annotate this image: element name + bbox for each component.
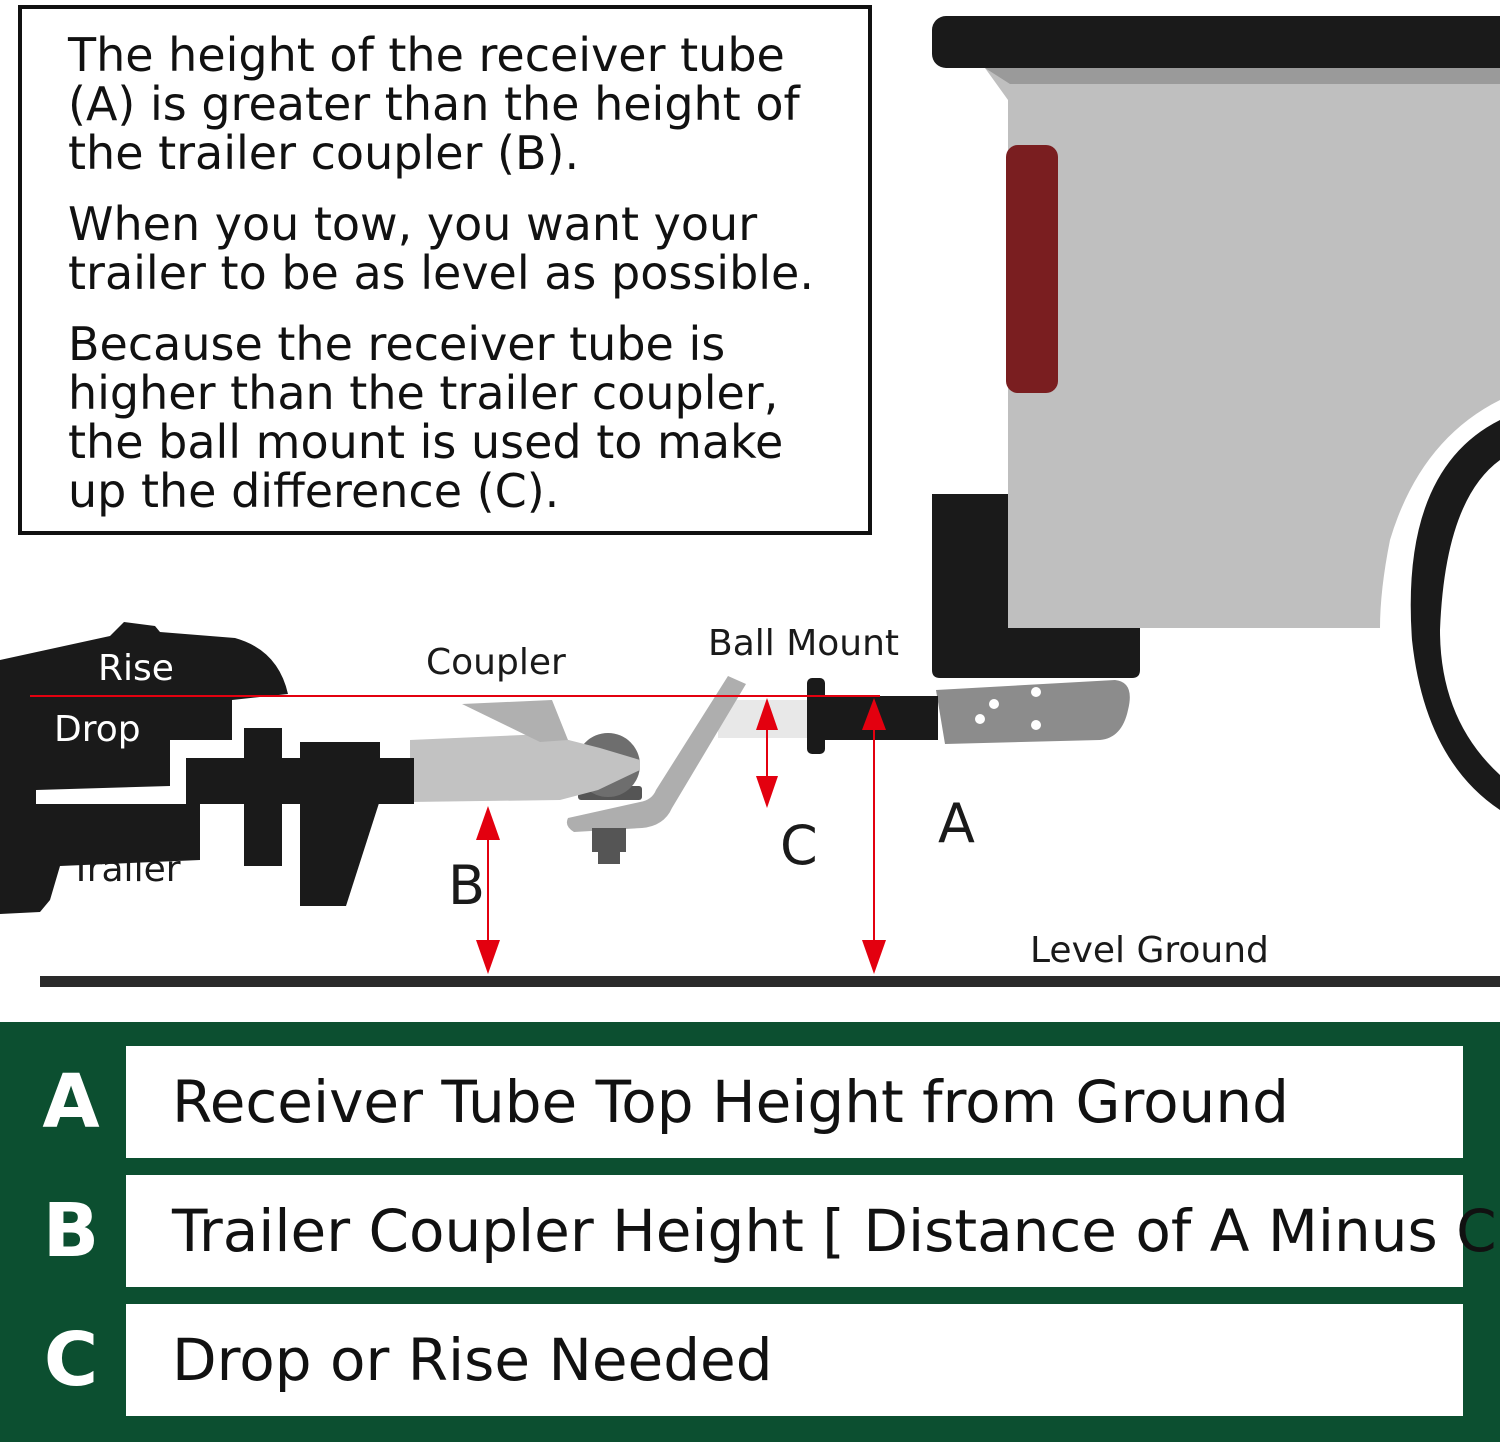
legend-text-b: Trailer Coupler Height [ Distance of A M…	[126, 1175, 1500, 1287]
measurements	[30, 695, 886, 974]
explanation-box: The height of the receiver tube (A) is g…	[18, 5, 872, 535]
truck-bed-rail	[932, 16, 1500, 68]
label-a: A	[938, 792, 975, 855]
label-coupler: Coupler	[426, 642, 566, 683]
bumper	[932, 494, 1140, 678]
ball-nut-base	[598, 852, 620, 864]
legend-letter-c: C	[43, 1317, 99, 1403]
legend-text-a: Receiver Tube Top Height from Ground	[126, 1046, 1463, 1158]
bracket-hole	[1031, 720, 1041, 730]
jack	[300, 742, 380, 906]
explanation-paragraph-1: The height of the receiver tube (A) is g…	[68, 28, 800, 180]
legend-letter-a: A	[42, 1059, 100, 1145]
explanation-paragraph-3: Because the receiver tube is higher than…	[68, 317, 784, 518]
truck-body-shade	[985, 68, 1500, 84]
bracket-hole	[1031, 687, 1041, 697]
label-b: B	[448, 854, 485, 917]
label-drop: Drop	[54, 709, 141, 750]
legend-text-c: Drop or Rise Needed	[126, 1304, 1463, 1416]
bracket-hole	[989, 699, 999, 709]
legend-row-b: B Trailer Coupler Height [ Distance of A…	[0, 1175, 1500, 1287]
ball-mount-drop	[566, 676, 746, 832]
receiver-collar	[807, 678, 825, 754]
label-rise: Rise	[98, 648, 174, 689]
arrow-b-head-top	[476, 806, 500, 840]
arrow-c-head-bottom	[756, 776, 778, 808]
arrow-c-head-top	[756, 698, 778, 730]
trailer	[0, 622, 414, 914]
explanation-paragraph-2: When you tow, you want your trailer to b…	[68, 197, 814, 300]
arrow-a-head-top	[862, 698, 886, 730]
arrow-b-head-bottom	[476, 940, 500, 974]
label-level-ground: Level Ground	[1030, 930, 1269, 971]
hitch-diagram: Rise Drop Trailer Coupler Ball Mount Lev…	[0, 16, 1500, 987]
hitch-bracket	[936, 680, 1130, 744]
jack-post	[244, 728, 282, 866]
coupler	[410, 700, 640, 802]
label-c: C	[780, 814, 818, 877]
bracket-hole	[975, 714, 985, 724]
taillight	[1006, 145, 1058, 393]
label-ball-mount: Ball Mount	[708, 623, 899, 664]
coupler-latch	[462, 700, 568, 742]
arrow-a-head-bottom	[862, 940, 886, 974]
legend-panel: A Receiver Tube Top Height from Ground B…	[0, 1022, 1500, 1442]
receiver	[718, 678, 1130, 754]
legend-row-c: C Drop or Rise Needed	[0, 1304, 1500, 1416]
coupler-body	[410, 734, 640, 802]
wheel-arch	[1410, 420, 1500, 810]
legend-letter-b: B	[42, 1188, 100, 1274]
label-trailer: Trailer	[69, 849, 181, 890]
truck	[932, 16, 1500, 810]
truck-body	[985, 68, 1500, 628]
level-ground-line	[40, 976, 1500, 987]
ball-nut	[592, 828, 626, 852]
legend-row-a: A Receiver Tube Top Height from Ground	[0, 1046, 1500, 1158]
